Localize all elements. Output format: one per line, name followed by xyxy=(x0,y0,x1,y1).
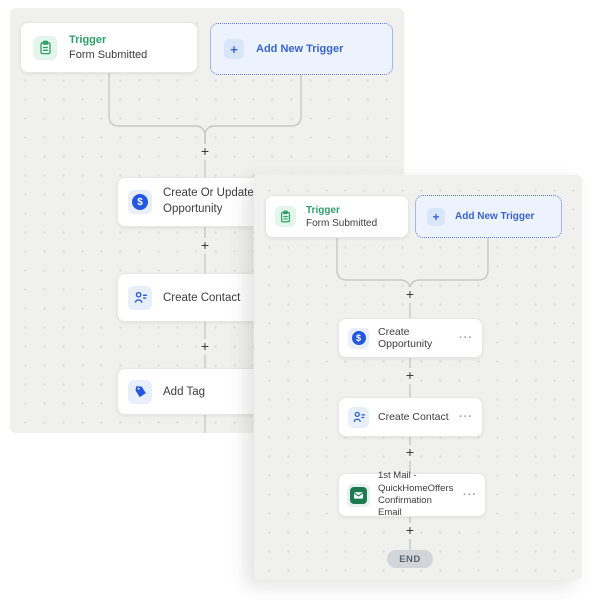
add-new-trigger-label: Add New Trigger xyxy=(455,211,535,222)
action-card-confirmation-email[interactable]: 1st Mail - QuickHomeOffers Confirmation … xyxy=(338,470,486,519)
add-step-node[interactable]: + xyxy=(197,339,213,355)
action-card-label: 1st Mail - QuickHomeOffers Confirmation … xyxy=(378,470,454,519)
add-step-node[interactable]: + xyxy=(402,287,418,303)
clipboard-icon xyxy=(33,35,57,60)
card-menu-icon[interactable]: ··· xyxy=(459,411,473,423)
action-card-label: Create Or Update Opportunity xyxy=(163,187,254,215)
trigger-type-label: Trigger xyxy=(69,34,107,47)
card-menu-icon[interactable]: ··· xyxy=(459,332,473,344)
plus-glyph: + xyxy=(432,209,440,224)
add-step-node[interactable]: + xyxy=(197,144,213,160)
plus-icon: + xyxy=(224,39,244,59)
add-step-node[interactable]: + xyxy=(197,238,213,254)
action-card-create-contact[interactable]: Create Contact ··· xyxy=(338,397,483,437)
trigger-card[interactable]: Trigger Form Submitted xyxy=(20,22,198,73)
plus-icon: + xyxy=(427,207,445,226)
add-step-node[interactable]: + xyxy=(402,523,418,539)
trigger-type-label: Trigger xyxy=(306,204,340,216)
plus-glyph: + xyxy=(230,41,238,57)
email-icon xyxy=(347,483,370,507)
contact-icon xyxy=(348,406,369,428)
clipboard-icon xyxy=(275,206,296,227)
trigger-title: Form Submitted xyxy=(69,48,148,61)
dollar-icon: $ xyxy=(348,327,369,349)
contact-icon xyxy=(128,285,152,310)
action-card-label: Create Contact xyxy=(163,291,241,304)
end-node: END xyxy=(387,550,433,568)
add-new-trigger-label: Add New Trigger xyxy=(256,43,344,55)
action-card-create-opportunity[interactable]: $ Create Opportunity ··· xyxy=(338,318,483,358)
trigger-title: Form Submitted xyxy=(306,217,378,229)
dollar-icon: $ xyxy=(128,190,152,214)
action-card-label: Create Opportunity xyxy=(378,326,433,350)
add-new-trigger-button[interactable]: + Add New Trigger xyxy=(415,195,562,238)
add-step-node[interactable]: + xyxy=(402,368,418,384)
tag-icon xyxy=(128,379,152,404)
card-menu-icon[interactable]: ··· xyxy=(463,489,477,501)
add-new-trigger-button[interactable]: + Add New Trigger xyxy=(210,23,393,75)
action-card-label: Create Contact xyxy=(378,411,449,423)
action-card-label: Add Tag xyxy=(163,385,205,398)
workflow-canvas-front[interactable]: Trigger Form Submitted + Add New Trigger… xyxy=(254,175,582,580)
trigger-card[interactable]: Trigger Form Submitted xyxy=(265,195,409,238)
add-step-node[interactable]: + xyxy=(402,445,418,461)
